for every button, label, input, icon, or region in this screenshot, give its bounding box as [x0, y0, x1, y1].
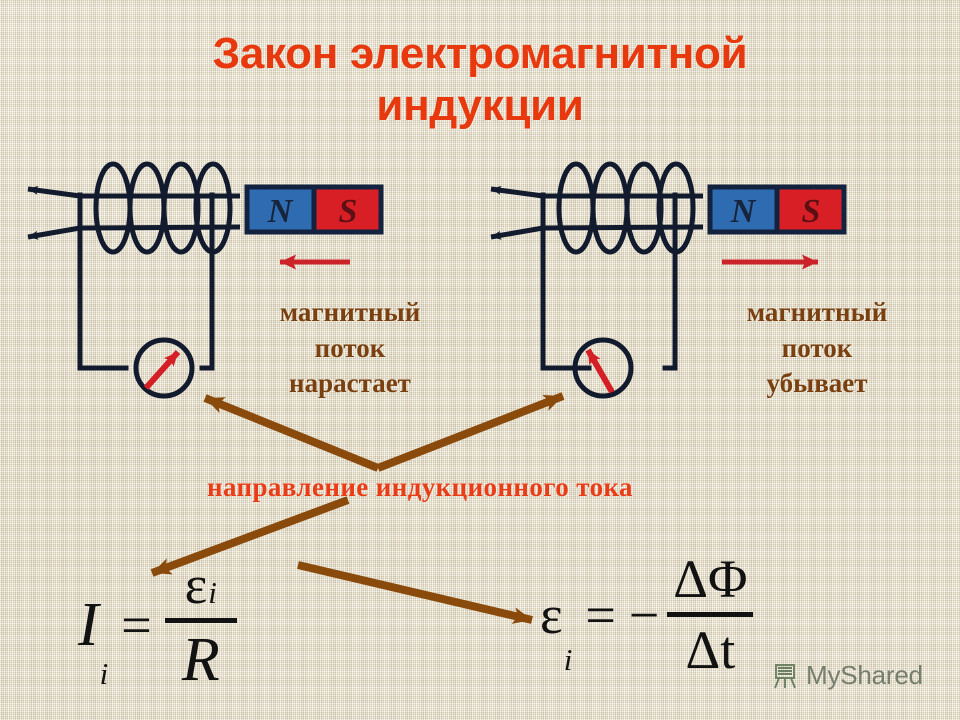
pointer-arrow-to-emf-formula: [297, 561, 533, 624]
formula-current-numerator-var: ε: [184, 555, 208, 615]
formula-emf-fraction-bar: [667, 612, 754, 617]
pointer-arrow-to-left-galvanometer: [203, 394, 380, 472]
page-title-line-2: индукции: [376, 80, 584, 130]
circuit-loop-left: [77, 192, 215, 371]
galvanometer-left: [133, 337, 195, 399]
formula-current-equals: =: [121, 594, 152, 655]
formula-current-numerator: ε i: [179, 556, 223, 614]
magnet-north-label: N: [267, 193, 294, 230]
coil-right: [556, 161, 696, 255]
formula-emf-lhs-var: ε: [540, 584, 563, 645]
page-title: Закон электромагнитной индукции: [0, 28, 960, 132]
formula-emf-equals: =: [585, 584, 616, 645]
formula-emf-sign: −: [628, 584, 660, 645]
formula-emf-denominator: Δt: [679, 621, 741, 679]
pointer-arrow-to-right-galvanometer: [376, 392, 565, 472]
formula-current-denominator-var: R: [181, 626, 220, 694]
flux-label-left-line-1: магнитный: [279, 297, 421, 327]
field-arrows-left: [27, 185, 81, 240]
easel-icon: [774, 663, 796, 688]
formula-emf-lhs-sub: i: [563, 642, 573, 677]
flux-label-left-line-3: нарастает: [289, 368, 411, 399]
flux-label-right-line-2: поток: [781, 332, 853, 363]
watermark-text: MyShared: [806, 660, 923, 690]
field-arrows-right: [490, 185, 544, 240]
formula-current-denominator: R: [176, 627, 226, 693]
formula-current-numerator-sub: i: [208, 575, 217, 610]
formula-induced-current: I i = ε i R: [78, 556, 237, 693]
magnet-south-label: S: [339, 193, 358, 230]
formula-current-fraction-bar: [164, 618, 237, 623]
formula-current-lhs-sub: i: [99, 656, 109, 691]
formula-induced-emf: ε i = − ΔΦ Δt: [540, 550, 754, 679]
flux-label-right: магнитный поток убывает: [672, 295, 960, 402]
formula-current-fraction: ε i R: [164, 556, 237, 693]
current-direction-caption: направление индукционного тока: [207, 472, 633, 502]
formula-emf-numerator-text: ΔΦ: [673, 549, 748, 609]
page-title-line-1: Закон электромагнитной: [212, 29, 748, 78]
flux-label-right-line-1: магнитный: [746, 297, 888, 327]
bar-magnet-left: N S: [244, 184, 384, 235]
pointer-arrow-to-current-formula: [150, 496, 350, 577]
flux-label-left: магнитный поток нарастает: [205, 295, 495, 402]
circuit-right: N S: [490, 161, 847, 399]
watermark: MyShared: [770, 660, 923, 691]
circuit-left: N S: [27, 161, 384, 399]
magnet-south-label: S: [802, 193, 821, 230]
magnet-north-label: N: [730, 193, 757, 230]
galvanometer-right: [572, 337, 634, 399]
coil-leads-left: [81, 193, 241, 231]
formula-current-lhs-var: I: [78, 590, 99, 659]
pointer-arrows: [150, 392, 565, 624]
formula-emf-numerator: ΔΦ: [667, 550, 753, 608]
formula-emf-fraction: ΔΦ Δt: [667, 550, 754, 679]
formula-emf-denominator-text: Δt: [685, 620, 736, 680]
coil-left: [93, 161, 233, 255]
flux-label-right-line-3: убывает: [766, 368, 868, 399]
coil-leads-right: [544, 193, 704, 231]
circuit-loop-right: [540, 192, 678, 371]
flux-label-left-line-2: поток: [314, 332, 386, 363]
bar-magnet-right: N S: [707, 184, 847, 235]
